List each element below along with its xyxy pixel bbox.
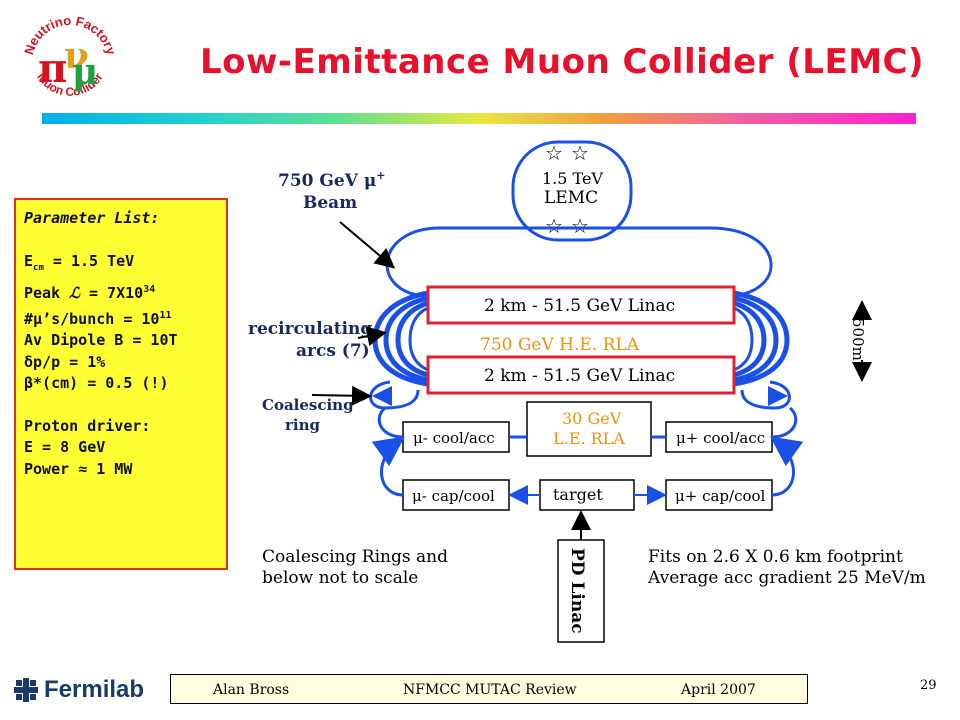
- ring-energy-label: 1.5 TeV: [542, 169, 603, 188]
- proton-driver-header: Proton driver:: [24, 416, 151, 435]
- svg-text:30 GeV: 30 GeV: [562, 409, 622, 428]
- svg-text:ν: ν: [64, 35, 89, 77]
- svg-text:2 km - 51.5 GeV Linac: 2 km - 51.5 GeV Linac: [484, 296, 675, 316]
- svg-text:μ+ cool/acc: μ+ cool/acc: [676, 429, 765, 447]
- svg-text:target: target: [553, 485, 603, 504]
- note-right-2: Average acc gradient 25 MeV/m: [647, 568, 926, 588]
- fermilab-wordmark: Fermilab: [44, 676, 145, 703]
- param-dipole: Av Dipole B = 10T: [24, 331, 178, 349]
- param-momentum-spread: δp/p = 1%: [24, 352, 106, 371]
- target-box: [539, 479, 635, 511]
- ring-name-label: LEMC: [544, 188, 598, 208]
- neutrino-factory-logo: Neutrino Factory Muon Collider π ν μ: [20, 8, 120, 108]
- param-luminosity: Peak ℒ = 7X1034: [24, 284, 156, 302]
- svg-text:L.E. RLA: L.E. RLA: [553, 429, 625, 448]
- ring-label: ring: [285, 416, 321, 434]
- svg-text:μ- cap/cool: μ- cap/cool: [412, 487, 495, 505]
- title-divider-bar: [42, 113, 916, 124]
- le-rla-box: [526, 401, 652, 457]
- page-title: Low-Emittance Muon Collider (LEMC): [200, 42, 925, 82]
- he-rla-label: 750 GeV H.E. RLA: [480, 335, 640, 355]
- param-driver-power: Power ≈ 1 MW: [24, 459, 133, 478]
- parameter-list-box: Parameter List: Ecm = 1.5 TeV Peak ℒ = 7…: [14, 198, 228, 570]
- arcs-label: arcs (7): [296, 341, 370, 361]
- note-right-1: Fits on 2.6 X 0.6 km footprint: [648, 547, 903, 567]
- coalescing-label: Coalescing: [262, 396, 354, 414]
- svg-text:μ: μ: [72, 51, 98, 93]
- star-icon: ☆: [545, 141, 563, 165]
- collider-ring: [511, 140, 633, 242]
- param-driver-energy: E = 8 GeV: [24, 438, 106, 456]
- star-icon: ☆: [571, 214, 589, 238]
- pd-linac-label: PD Linac: [567, 548, 587, 634]
- note-left-1: Coalescing Rings and: [262, 547, 448, 567]
- param-beta-star: β*(cm) = 0.5 (!): [24, 374, 169, 392]
- footer-date: April 2007: [681, 682, 756, 698]
- page-number: 29: [920, 678, 937, 693]
- star-icon: ☆: [545, 214, 563, 238]
- recirculating-label: recirculating: [248, 319, 372, 339]
- beam-label-2: Beam: [303, 193, 357, 213]
- scale-label: 500m: [849, 318, 867, 361]
- param-ecm: Ecm = 1.5 TeV: [24, 251, 135, 273]
- mu-plus-cap-box: [665, 479, 773, 511]
- fermilab-mark-icon: [14, 678, 38, 702]
- svg-text:2 km - 51.5 GeV Linac: 2 km - 51.5 GeV Linac: [484, 366, 675, 386]
- linac-bottom: [426, 355, 736, 395]
- footer-bar: Alan Bross NFMCC MUTAC Review April 2007: [170, 674, 808, 704]
- footer-author: Alan Bross: [213, 682, 290, 698]
- mu-minus-cool-box: [402, 421, 510, 453]
- footer-event: NFMCC MUTAC Review: [403, 682, 577, 698]
- parameter-list-header: Parameter List:: [24, 209, 160, 227]
- note-left-2: below not to scale: [262, 568, 418, 588]
- svg-text:μ- cool/acc: μ- cool/acc: [413, 429, 495, 447]
- fermilab-logo: Fermilab: [14, 676, 144, 704]
- svg-text:μ+ cap/cool: μ+ cap/cool: [675, 487, 766, 505]
- svg-text:π: π: [38, 45, 67, 92]
- star-icon: ☆: [571, 141, 589, 165]
- param-muons-per-bunch: #μ’s/bunch = 1011: [24, 309, 172, 328]
- pd-linac-box: [557, 539, 605, 643]
- linac-top: [426, 285, 736, 325]
- beam-label: 750 GeV μ+: [278, 169, 386, 191]
